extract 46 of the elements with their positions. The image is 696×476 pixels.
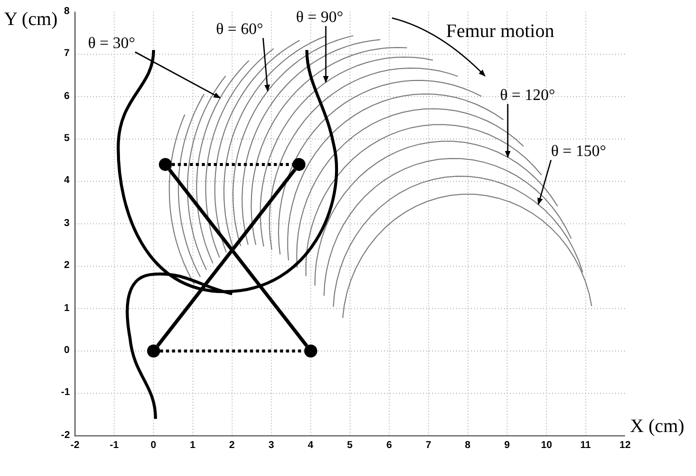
tick-label: 0 (64, 346, 70, 356)
linkage-bar (156, 168, 296, 347)
tick-label: 12 (620, 440, 631, 451)
leader-arrow (504, 104, 511, 158)
tick-label: -1 (61, 388, 70, 398)
tick-label: -1 (110, 440, 119, 451)
leader-arrow (323, 26, 329, 83)
leader-arrow (262, 38, 270, 92)
tick-label: 4 (64, 176, 70, 186)
leader-arrow (134, 51, 221, 99)
tick-label: 9 (504, 440, 510, 451)
tick-label: 0 (150, 440, 156, 451)
tick-label: 5 (64, 134, 70, 144)
joint-dot (158, 158, 172, 171)
angle-label: θ = 120° (500, 88, 556, 104)
tick-label: 1 (190, 440, 196, 451)
angle-label: θ = 90° (296, 10, 344, 26)
tick-label: 7 (64, 49, 70, 60)
tick-label: 3 (268, 440, 274, 451)
dotted-link (172, 162, 292, 166)
tick-label: 1 (64, 304, 70, 314)
tick-label: 11 (580, 440, 591, 451)
angle-label: θ = 150° (551, 144, 606, 160)
angle-label: θ = 60° (216, 22, 264, 38)
tick-label: 2 (229, 440, 235, 451)
tick-label: 5 (347, 440, 353, 451)
joint-dot (147, 344, 160, 358)
leader-arrow (537, 160, 552, 206)
tick-label: 7 (426, 440, 432, 451)
angle-label: θ = 30° (88, 36, 136, 52)
tick-label: 8 (464, 440, 470, 451)
joint-dot (304, 344, 318, 358)
axis-title: X (cm) (630, 416, 684, 436)
linkage-bar (168, 168, 308, 347)
motion-label: Femur motion (446, 22, 554, 40)
tick-label: 8 (64, 6, 70, 17)
tick-label: 2 (64, 261, 70, 272)
tick-label: 6 (386, 440, 392, 451)
joint-dot (292, 158, 306, 171)
axis-title: Y (cm) (4, 10, 58, 28)
tick-label: -2 (61, 430, 70, 441)
tick-label: 4 (308, 440, 314, 451)
tick-label: 3 (64, 218, 70, 229)
tick-label: 6 (64, 92, 70, 102)
tick-label: 10 (540, 440, 552, 451)
tick-label: -2 (70, 440, 80, 451)
